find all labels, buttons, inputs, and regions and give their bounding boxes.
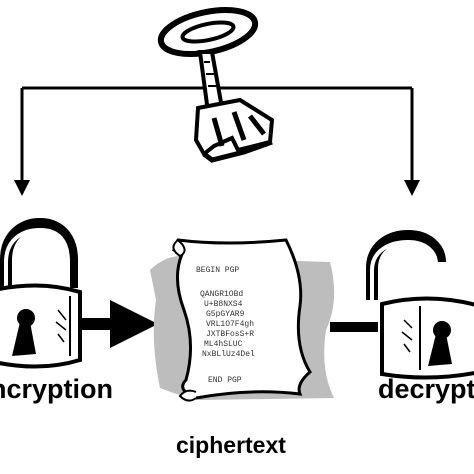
ciphertext-label: ciphertext	[176, 432, 286, 458]
document-icon: BEGIN PGP QANGR1OBd U+B8NXS4 G5pGYAR9 VR…	[150, 238, 335, 402]
arrow-down-right	[404, 180, 420, 196]
doc-line-1: BEGIN PGP	[196, 266, 239, 275]
encryption-label: ncryption	[0, 374, 114, 404]
doc-line-7: ML4hSLUC	[204, 340, 243, 349]
line-to-decryption	[330, 322, 378, 332]
doc-line-8: NxBLlUz4Del	[202, 350, 255, 359]
decryption-label: decrypti	[378, 374, 474, 404]
key-icon	[157, 7, 275, 163]
padlock-icon	[0, 217, 82, 369]
doc-line-2: QANGR1OBd	[200, 290, 243, 299]
doc-line-4: G5pGYAR9	[206, 310, 245, 319]
arrow-to-ciphertext	[80, 300, 158, 348]
doc-line-3: U+B8NXS4	[204, 300, 243, 309]
doc-line-5: VRL1O7F4gh	[206, 320, 254, 329]
doc-line-6: JXTBFosS+R	[206, 330, 254, 339]
doc-line-9: END PGP	[208, 376, 242, 385]
open-padlock-icon	[366, 229, 474, 380]
arrow-down-left	[14, 180, 30, 196]
